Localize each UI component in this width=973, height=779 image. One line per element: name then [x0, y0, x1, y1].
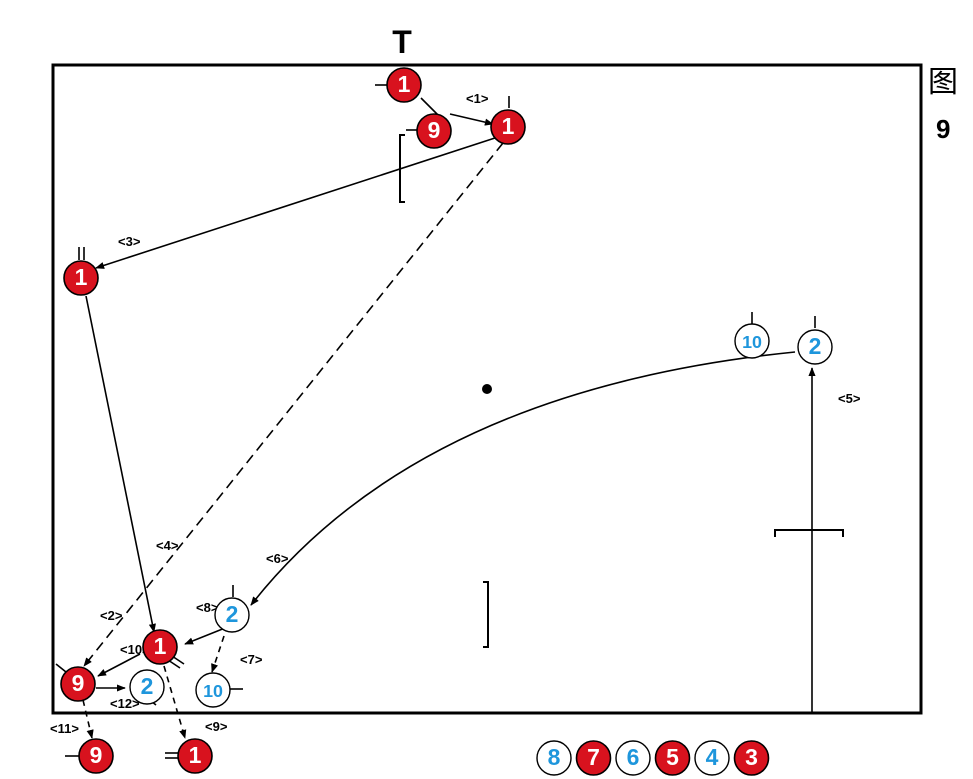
player-red-9: 9	[416, 113, 452, 149]
dribble-line-2	[83, 142, 504, 667]
bench-player-blue-6: 6	[615, 740, 651, 776]
player-red-9: 9	[78, 738, 114, 774]
player-disc	[615, 740, 651, 776]
player-disc	[60, 666, 96, 702]
player-number: 2	[141, 673, 154, 699]
step-label: <11>	[50, 721, 79, 736]
player-number: 2	[809, 333, 822, 359]
player-red-1: 1	[63, 260, 99, 296]
step-label: <2>	[100, 608, 123, 623]
player-blue-10: 10	[195, 672, 231, 708]
player-number: 1	[189, 742, 202, 768]
player-number: 10	[203, 681, 223, 701]
player-blue-2: 2	[129, 669, 165, 705]
step-label: <6>	[266, 551, 289, 566]
player-red-1: 1	[490, 109, 526, 145]
pass-line-8	[184, 627, 226, 645]
court-boundary	[51, 63, 923, 715]
player-number: 2	[226, 601, 239, 627]
player-number: 5	[666, 744, 679, 770]
player-disc	[129, 669, 165, 705]
pass-line-1	[449, 113, 494, 126]
player-red-1: 1	[386, 67, 422, 103]
screen-bracket-bottom	[483, 581, 489, 648]
dribble-line-9	[163, 665, 187, 739]
figure-number: 9	[936, 114, 951, 144]
bench-player-red-7: 7	[575, 740, 612, 776]
player-disc	[490, 109, 526, 145]
player-number: 4	[706, 744, 719, 770]
step-label: <8>	[196, 600, 219, 615]
player-number: 6	[627, 744, 640, 770]
player-disc	[575, 740, 612, 776]
player-disc	[386, 67, 422, 103]
player-blue-2: 2	[797, 329, 833, 365]
player-disc	[733, 740, 770, 776]
player-red-1: 1	[177, 738, 213, 774]
player-number: 10	[742, 332, 762, 352]
player-number: 9	[90, 742, 103, 768]
player-disc	[536, 740, 572, 776]
screen-bar-right	[774, 529, 844, 537]
step-label: <3>	[118, 234, 141, 249]
player-disc	[734, 323, 770, 359]
player-number: 8	[548, 744, 561, 770]
pass-line-3	[95, 136, 499, 269]
player-disc	[694, 740, 730, 776]
player-number: 1	[154, 633, 167, 659]
player-disc	[416, 113, 452, 149]
player-blue-2: 2	[214, 597, 250, 633]
player-disc	[214, 597, 250, 633]
bench-player-red-5: 5	[654, 740, 691, 776]
step-label: <7>	[240, 652, 263, 667]
center-spot	[482, 384, 492, 394]
step-label: <1>	[466, 91, 489, 106]
player-disc	[797, 329, 833, 365]
step-label: <9>	[205, 719, 228, 734]
bench-player-blue-8: 8	[536, 740, 572, 776]
figure-char: 图	[928, 65, 958, 100]
pass-line-10	[97, 653, 141, 677]
player-number: 3	[745, 744, 758, 770]
move-line-4	[85, 295, 156, 633]
player-disc	[63, 260, 99, 296]
player-red-9: 9	[60, 666, 96, 702]
player-number: 1	[75, 264, 88, 290]
dribble-line-11	[82, 699, 94, 739]
top-mark: T	[392, 24, 412, 60]
bench-player-red-3: 3	[733, 740, 770, 776]
player-disc	[142, 629, 178, 665]
pass-line-6	[250, 351, 796, 606]
player-number: 9	[72, 670, 85, 696]
step-label: <5>	[838, 391, 861, 406]
player-number: 9	[428, 117, 441, 143]
dribble-line-7	[211, 635, 225, 673]
facing-tick	[55, 663, 67, 673]
player-disc	[654, 740, 691, 776]
player-number: 1	[502, 113, 515, 139]
player-disc	[78, 738, 114, 774]
player-red-1: 1	[142, 629, 178, 665]
player-number: 1	[398, 71, 411, 97]
step-label: <4>	[156, 538, 179, 553]
player-blue-10: 10	[734, 323, 770, 359]
step-label: <12>	[110, 696, 140, 711]
player-number: 7	[587, 744, 600, 770]
bench-player-blue-4: 4	[694, 740, 730, 776]
player-disc	[177, 738, 213, 774]
player-disc	[195, 672, 231, 708]
